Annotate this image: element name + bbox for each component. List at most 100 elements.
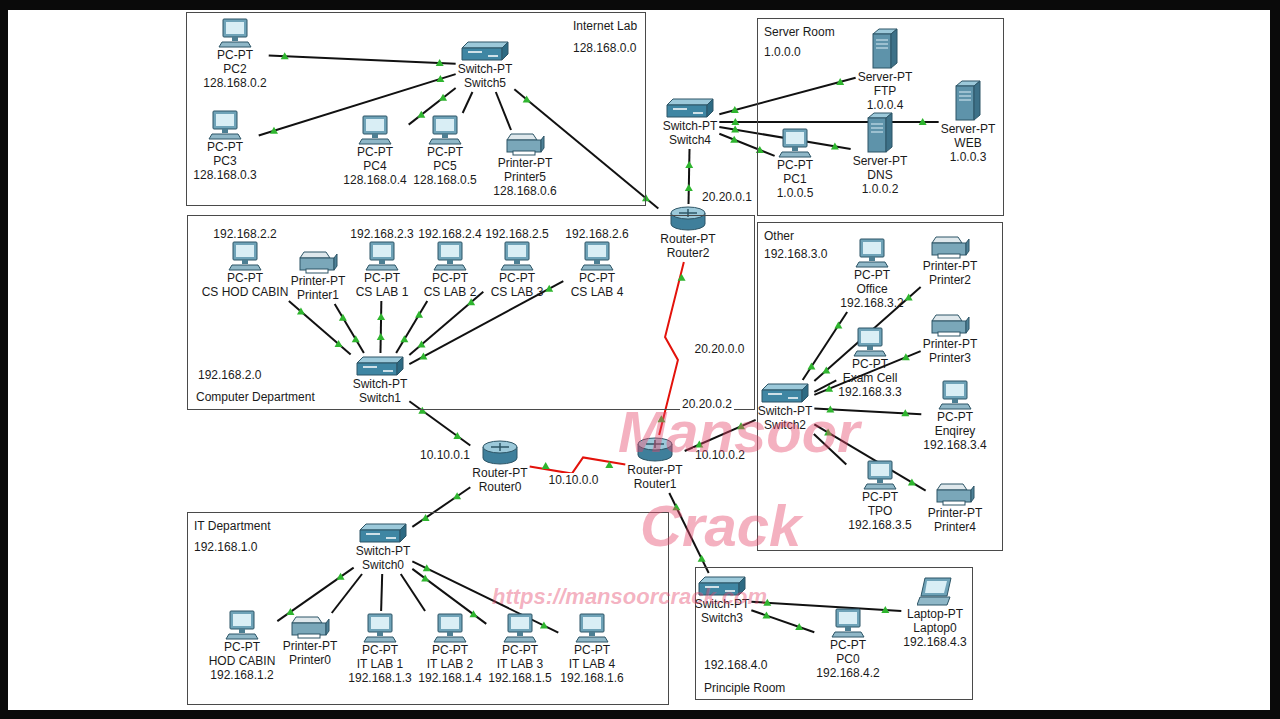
pc-icon-part (858, 328, 882, 346)
pc-icon (218, 18, 252, 48)
printer-icon-part (513, 151, 535, 155)
link-light (422, 514, 430, 521)
device-label: 192.168.3.4 (923, 438, 986, 452)
pc-icon-part (589, 632, 595, 636)
network-device: Printer-PTPrinter3 (923, 313, 978, 365)
pc-icon-part (845, 627, 851, 631)
device-label: 192.168.1.6 (560, 671, 623, 685)
ethernet-link (379, 301, 382, 353)
device-label: Laptop-PT (907, 607, 963, 621)
device-label: WEB (954, 136, 981, 150)
device-label: PC-PT (227, 271, 263, 285)
device-label: PC-PT (937, 410, 973, 424)
pc-icon-part (428, 115, 462, 145)
ethernet-link (412, 487, 470, 527)
ethernet-link (719, 121, 938, 123)
device-label: Switch3 (701, 611, 743, 625)
serial-link (530, 457, 626, 473)
network-device: PC-PTTPO192.168.3.5 (848, 460, 911, 532)
link-light (436, 75, 444, 82)
pc-icon-part (575, 613, 609, 643)
pc-icon-part (442, 134, 448, 138)
pc-icon-part (372, 134, 378, 138)
device-label: 192.168.2.5 (485, 227, 548, 241)
pc-icon-part (855, 238, 889, 268)
network-device: Switch-PTSwitch4 (663, 97, 718, 147)
pc-icon-part (219, 42, 251, 47)
link-light (286, 608, 294, 615)
device-label: 192.168.2.3 (350, 227, 413, 241)
pc-icon-part (583, 617, 601, 629)
pc-icon-part (508, 614, 532, 632)
device-label: Router0 (479, 480, 522, 494)
device-label: Server-PT (858, 70, 913, 84)
ethernet-link (277, 568, 353, 622)
link-light (297, 307, 305, 314)
link-light (731, 126, 739, 133)
link-light (605, 461, 613, 468)
pc-icon-part (433, 116, 457, 134)
switch-icon-part (462, 42, 508, 48)
pc-icon-part (366, 265, 398, 270)
device-label: Server-PT (941, 122, 996, 136)
printer-icon (930, 235, 970, 259)
switch-icon-part (366, 534, 396, 538)
printer-icon (930, 313, 970, 337)
switch-icon-part (762, 384, 808, 390)
switch-icon-part (673, 109, 703, 113)
region-label: 128.168.0.0 (573, 41, 636, 55)
device-label: PC0 (836, 652, 859, 666)
watermark: Mansoor (618, 398, 860, 465)
network-device: Server-PTFTP1.0.0.4 (858, 28, 913, 112)
pc-icon-part (379, 260, 385, 264)
printer-icon-part (505, 132, 545, 156)
device-label: Switch5 (464, 76, 506, 90)
device-label: Switch-PT (663, 119, 718, 133)
network-device: PC-PTCS LAB 3192.168.2.5 (485, 227, 548, 299)
printer-icon (298, 250, 338, 274)
link-light (467, 298, 475, 305)
link-light (418, 407, 426, 414)
network-device: Switch-PTSwitch1 (353, 355, 408, 405)
device-label: IT LAB 2 (427, 657, 473, 671)
server-icon-part (868, 118, 886, 152)
ethernet-link (409, 281, 563, 364)
server-icon-part (891, 29, 897, 68)
link-light (415, 311, 423, 318)
switch-icon-part (768, 394, 798, 398)
link-light (419, 353, 427, 360)
pc-icon-part (867, 346, 873, 350)
printer-icon-part (300, 258, 334, 270)
region-box: Server Room1.0.0.0Server-PTFTP1.0.0.4Ser… (757, 18, 1004, 216)
network-device: Printer-PTPrinter0 (283, 615, 338, 667)
pc-icon (433, 613, 467, 643)
ethernet-link (332, 574, 362, 613)
device-label: Printer3 (929, 351, 971, 365)
pc-icon (363, 613, 397, 643)
link-light (453, 492, 461, 499)
switch-icon-part (468, 52, 498, 56)
device-label: 128.168.0.6 (493, 184, 556, 198)
link-light (377, 333, 385, 340)
pc-icon (855, 238, 889, 268)
device-label: PC-PT (432, 271, 468, 285)
link-light (685, 184, 693, 191)
switch-icon-part (667, 105, 707, 117)
switch-icon-part (665, 97, 715, 119)
switch-icon (665, 97, 715, 119)
server-icon-part (866, 112, 894, 154)
pc-icon (575, 613, 609, 643)
link-light (762, 612, 770, 619)
device-label: 192.168.1.3 (348, 671, 411, 685)
network-device: Server-PTWEB1.0.0.3 (941, 80, 996, 164)
router-icon-part (481, 440, 519, 466)
pc-icon (938, 380, 972, 410)
network-device: PC-PTEnqirey192.168.3.4 (923, 380, 986, 452)
region-label: Principle Room (704, 681, 785, 695)
link-light (542, 462, 550, 469)
device-label: Exam Cell (843, 371, 898, 385)
pc-icon-part (860, 239, 884, 257)
device-label: PC-PT (862, 490, 898, 504)
device-label: Server-PT (853, 154, 908, 168)
